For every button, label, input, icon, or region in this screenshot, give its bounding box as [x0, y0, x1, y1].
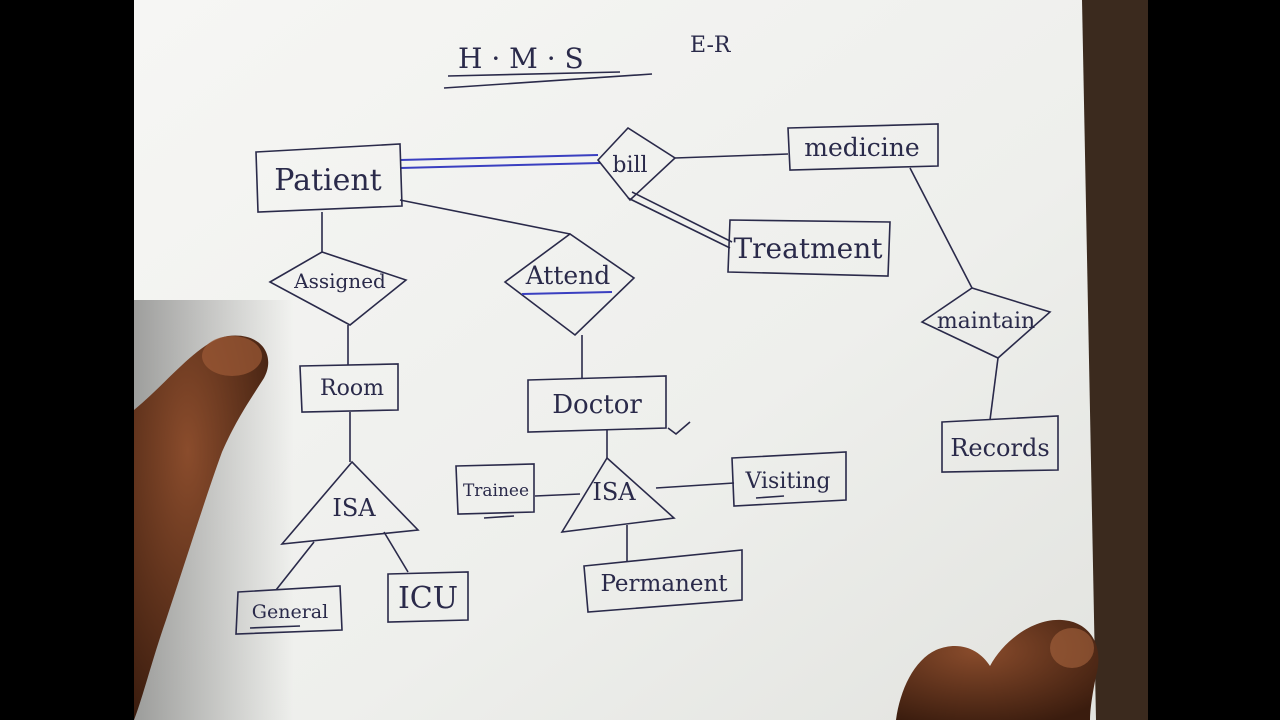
attend-underline	[521, 291, 613, 295]
entity-permanent[interactable]: Permanent	[583, 549, 743, 613]
patient-attend-line	[399, 199, 571, 235]
trainee-underline	[483, 515, 515, 519]
relationship-bill-label: bill	[612, 153, 647, 178]
title-underline	[447, 71, 621, 77]
relationship-bill[interactable]: bill	[596, 126, 677, 202]
isa-doctor[interactable]: ISA	[560, 456, 676, 533]
entity-records[interactable]: Records	[941, 415, 1059, 473]
entity-records-label: Records	[950, 434, 1049, 462]
bill-treatment-line	[627, 197, 731, 249]
relationship-maintain-label: maintain	[937, 309, 1035, 334]
relationship-maintain[interactable]: maintain	[920, 287, 1052, 359]
isa-room[interactable]: ISA	[280, 460, 420, 546]
isa-doctor-label: ISA	[592, 478, 636, 506]
isa-trainee-line	[534, 493, 581, 497]
visiting-underline	[755, 495, 785, 499]
title: H · M · S	[458, 42, 584, 75]
patient-bill-line-2	[399, 162, 601, 169]
relationship-attend-label: Attend	[525, 261, 611, 290]
isa-visiting-line	[655, 482, 735, 489]
connectors	[275, 153, 999, 591]
patient-bill-line	[399, 154, 599, 161]
entity-permanent-label: Permanent	[600, 571, 728, 597]
entity-trainee[interactable]: Trainee	[455, 463, 535, 519]
diagram: H · M · S E-R Patien	[235, 33, 1059, 635]
entity-patient[interactable]: Patient	[255, 143, 403, 213]
isa-general-line	[275, 541, 315, 591]
relationship-assigned[interactable]: Assigned	[268, 251, 408, 326]
relationship-assigned-label: Assigned	[293, 269, 386, 293]
bill-treatment-line-2	[631, 191, 733, 243]
isa-room-label: ISA	[332, 494, 376, 522]
entity-general[interactable]: General	[235, 585, 343, 635]
left-thumb-nail	[202, 336, 262, 376]
isa-icu-line	[383, 531, 409, 573]
hand-left	[134, 335, 269, 720]
entity-doctor-label: Doctor	[552, 390, 642, 420]
entity-treatment-label: Treatment	[734, 232, 884, 265]
relationship-attend[interactable]: Attend	[503, 233, 636, 337]
medicine-maintain-line	[909, 167, 973, 289]
bill-medicine-line	[674, 153, 789, 159]
doctor-checkmark	[667, 421, 691, 436]
hand-right	[896, 619, 1099, 720]
entity-icu[interactable]: ICU	[387, 571, 469, 623]
maintain-records-line	[989, 357, 999, 421]
entity-room[interactable]: Room	[299, 363, 399, 413]
entity-trainee-label: Trainee	[463, 481, 529, 501]
entity-patient-label: Patient	[274, 163, 382, 198]
right-finger-nail	[1050, 628, 1094, 668]
entity-room-label: Room	[320, 376, 384, 401]
entity-treatment[interactable]: Treatment	[727, 219, 891, 277]
entity-visiting-label: Visiting	[745, 469, 831, 494]
entity-general-label: General	[252, 601, 328, 623]
general-underline	[249, 625, 301, 629]
entity-doctor[interactable]: Doctor	[527, 375, 691, 436]
title-underline-2	[443, 73, 653, 89]
paper-sheet	[134, 0, 1096, 720]
entity-icu-label: ICU	[398, 581, 458, 616]
entity-medicine[interactable]: medicine	[787, 123, 939, 171]
subtitle: E-R	[690, 33, 732, 58]
entity-visiting[interactable]: Visiting	[731, 451, 847, 507]
entity-medicine-label: medicine	[804, 133, 919, 162]
